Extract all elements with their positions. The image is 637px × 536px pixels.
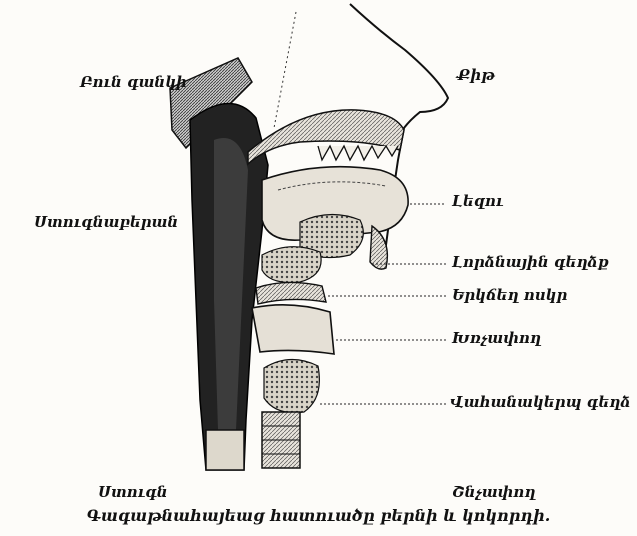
esophagus	[206, 430, 244, 470]
label-pharynx-bottom: Ստուգն	[98, 483, 168, 501]
label-salivary-gland: Լորձնային գեղձք	[452, 253, 609, 271]
label-trachea-bottom: Շնչափող	[452, 483, 535, 501]
guide-line-top	[274, 12, 296, 128]
label-larynx: Խռչափող	[452, 329, 541, 347]
hyoid	[256, 282, 326, 304]
palate	[248, 110, 404, 164]
lower-jaw	[370, 226, 387, 269]
label-tongue: Լեզու	[452, 192, 503, 210]
label-esophagus-region: Ստուգնաբերան	[34, 213, 178, 231]
label-nasal-cavity: Բուն գանկի	[80, 73, 187, 91]
label-hyoid: Երկճեղ ոսկր	[452, 286, 567, 304]
salivary-gland-2	[262, 247, 321, 283]
teeth	[318, 146, 398, 160]
thyroid-gland	[264, 359, 319, 412]
figure-caption: Գագաթնահայեաց հատուածը բերնի և կոկորդի.	[0, 506, 637, 525]
label-thyroid: Վահանակերպ գեղձ	[450, 393, 631, 411]
label-nose: Քիթ	[457, 66, 495, 84]
larynx-cartilage	[252, 305, 334, 354]
